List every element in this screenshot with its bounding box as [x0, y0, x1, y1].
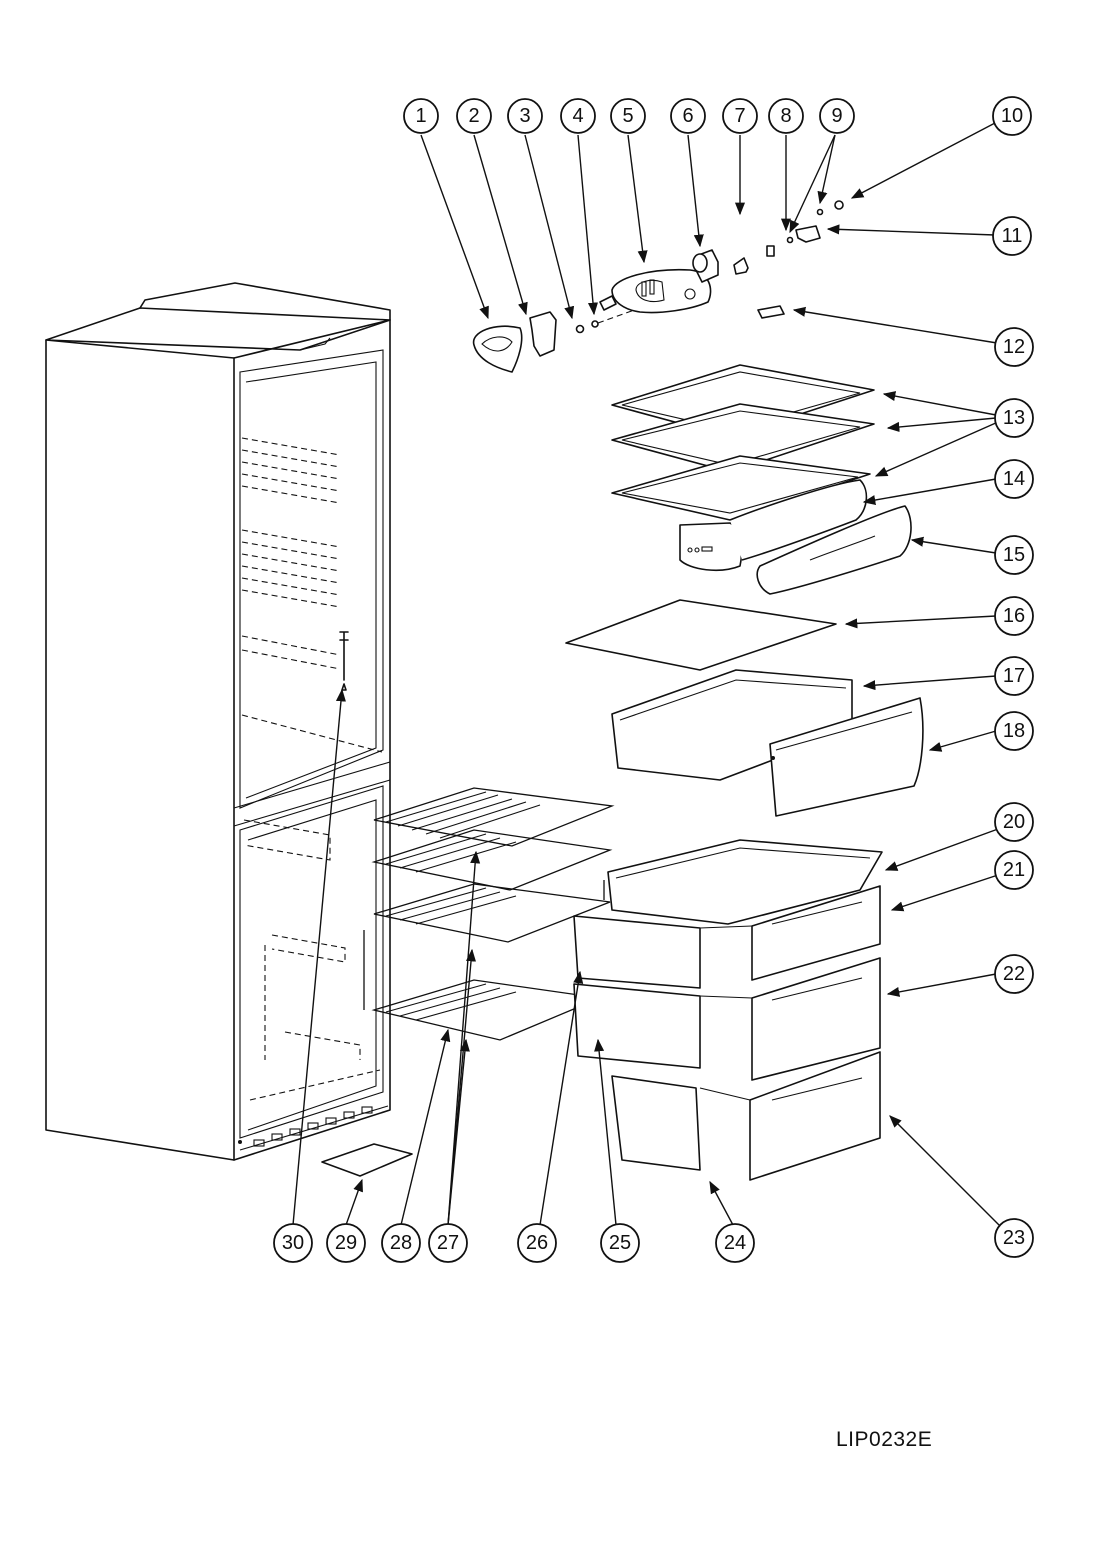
callout-30: 30	[273, 1223, 313, 1263]
callouts: 1 2 3 4 5 6 7 8 9 10 11 12 13 14 15 16 1…	[273, 96, 1034, 1263]
bulb-part	[591, 320, 599, 328]
callout-7: 7	[722, 98, 758, 134]
svg-text:13: 13	[1003, 407, 1025, 429]
callout-14: 14	[994, 459, 1034, 499]
svg-text:22: 22	[1003, 963, 1025, 985]
callout-23: 23	[994, 1218, 1034, 1258]
svg-text:10: 10	[1001, 105, 1023, 127]
callout-24: 24	[715, 1223, 755, 1263]
svg-text:14: 14	[1003, 468, 1025, 490]
svg-text:5: 5	[622, 105, 633, 127]
svg-text:2: 2	[468, 105, 479, 127]
svg-text:23: 23	[1003, 1227, 1025, 1249]
svg-text:1: 1	[415, 105, 426, 127]
callout-10: 10	[992, 96, 1032, 136]
svg-text:9: 9	[831, 105, 842, 127]
wire-shelves	[363, 787, 615, 1041]
callout-28: 28	[381, 1223, 421, 1263]
svg-text:11: 11	[1002, 225, 1023, 247]
callout-18: 18	[994, 711, 1034, 751]
callout-21: 21	[994, 850, 1034, 890]
freezer-drawers	[573, 839, 883, 1181]
svg-text:24: 24	[724, 1232, 746, 1254]
small-screw-b	[816, 208, 824, 216]
callout-2: 2	[456, 98, 492, 134]
svg-text:6: 6	[682, 105, 693, 127]
door-switch-part	[757, 305, 785, 319]
callout-11: 11	[992, 216, 1032, 256]
clip-part	[733, 257, 749, 275]
svg-text:16: 16	[1003, 605, 1025, 627]
callout-12: 12	[994, 327, 1034, 367]
callout-25: 25	[600, 1223, 640, 1263]
callout-22: 22	[994, 954, 1034, 994]
svg-text:20: 20	[1003, 811, 1025, 833]
callout-20: 20	[994, 802, 1034, 842]
svg-text:29: 29	[335, 1232, 357, 1254]
callout-27: 27	[428, 1223, 468, 1263]
fridge-cabinet	[45, 282, 391, 1161]
cap-part	[834, 200, 844, 210]
lamp-cover	[472, 325, 523, 373]
svg-text:26: 26	[526, 1232, 548, 1254]
svg-text:21: 21	[1003, 859, 1025, 881]
document-code: LIP0232E	[836, 1428, 933, 1451]
callout-29: 29	[326, 1223, 366, 1263]
ice-cube-tray	[321, 1143, 413, 1177]
small-screw-a	[786, 236, 794, 244]
bracket-part	[529, 311, 557, 357]
callout-26: 26	[517, 1223, 557, 1263]
svg-text:8: 8	[780, 105, 791, 127]
crisper-drawer	[611, 669, 924, 817]
svg-text:17: 17	[1003, 665, 1025, 687]
svg-text:28: 28	[390, 1232, 412, 1254]
shelf-roller-assembly	[679, 479, 912, 595]
callout-9: 9	[819, 98, 855, 134]
callout-1: 1	[403, 98, 439, 134]
thermostat-part	[692, 249, 719, 283]
callout-8: 8	[768, 98, 804, 134]
switch-part	[766, 245, 775, 257]
callout-4: 4	[560, 98, 596, 134]
callout-6: 6	[670, 98, 706, 134]
thermostat-housing	[599, 268, 712, 314]
svg-text:18: 18	[1003, 720, 1025, 742]
callout-5: 5	[610, 98, 646, 134]
svg-text:12: 12	[1003, 336, 1025, 358]
callout-3: 3	[507, 98, 543, 134]
callout-16: 16	[994, 596, 1034, 636]
svg-text:3: 3	[519, 105, 530, 127]
connector-part	[795, 225, 821, 243]
callout-17: 17	[994, 656, 1034, 696]
svg-text:15: 15	[1003, 544, 1025, 566]
leader-lines	[292, 122, 1001, 1227]
callout-15: 15	[994, 535, 1034, 575]
svg-text:30: 30	[282, 1232, 304, 1254]
glass-shelves	[611, 364, 875, 521]
svg-text:25: 25	[609, 1232, 631, 1254]
svg-text:7: 7	[734, 105, 745, 127]
screw-part	[575, 324, 585, 334]
svg-text:27: 27	[437, 1232, 459, 1254]
crisper-glass-shelf	[565, 599, 837, 671]
svg-text:4: 4	[572, 105, 583, 127]
callout-13: 13	[994, 398, 1034, 438]
